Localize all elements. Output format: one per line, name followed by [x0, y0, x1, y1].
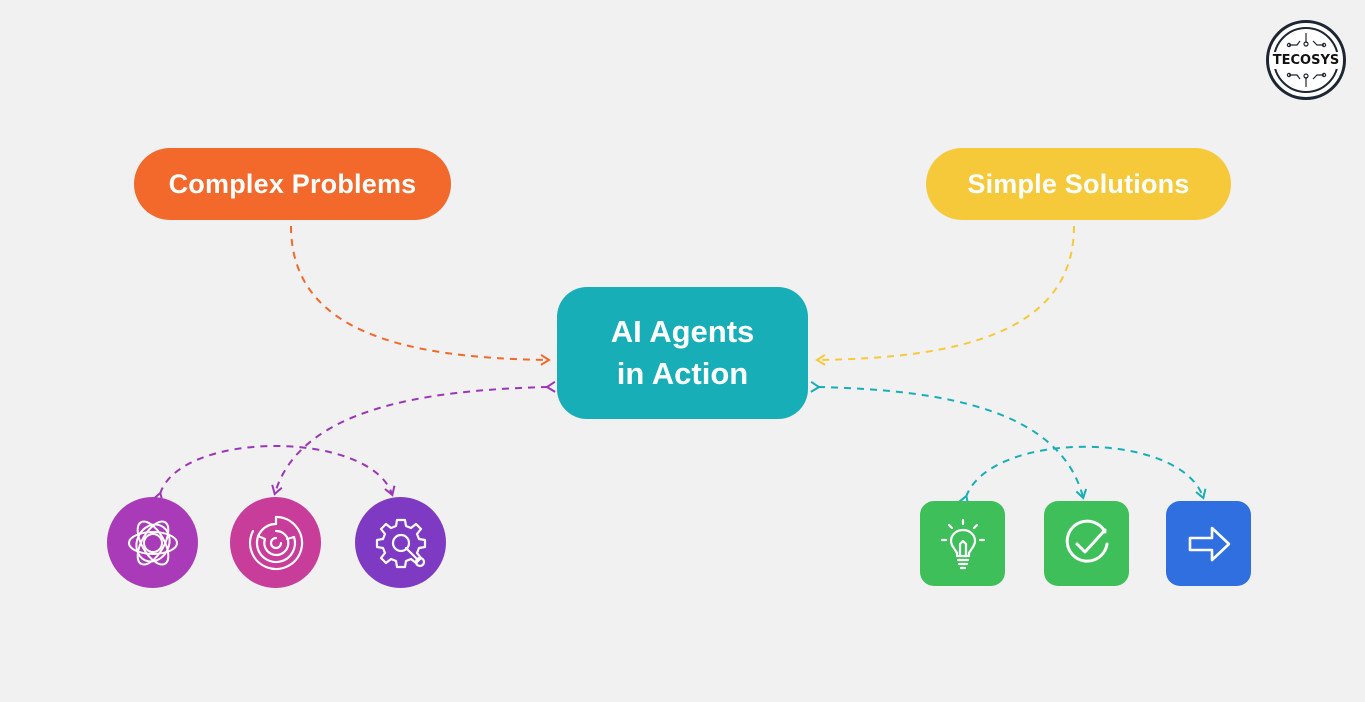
complex-problems-label: Complex Problems — [134, 148, 451, 220]
tecosys-logo: TECOSYS — [1266, 20, 1346, 100]
center-to-solution-icons-connector — [810, 380, 1087, 500]
gear-wrench-icon — [355, 497, 446, 588]
checkmark-icon — [1044, 501, 1129, 586]
complex-problems-text: Complex Problems — [168, 168, 417, 199]
simple-solutions-text: Simple Solutions — [967, 168, 1190, 199]
center-to-problem-icons-connector — [271, 381, 556, 496]
center-title-line-1: AI Agents — [610, 314, 755, 349]
tangled-orbits-icon — [107, 497, 198, 588]
solutions-to-center-connector — [815, 225, 1075, 366]
center-title-line-2: in Action — [616, 356, 749, 391]
logo-text: TECOSYS — [1270, 51, 1342, 69]
simple-solutions-label: Simple Solutions — [926, 148, 1231, 220]
arrow-right-icon — [1166, 501, 1251, 586]
solution-icons-split-connector — [958, 445, 1207, 506]
maze-icon — [230, 497, 321, 588]
problems-to-center-connector — [290, 225, 551, 366]
lightbulb-icon — [920, 501, 1005, 586]
problem-icons-split-connector — [152, 445, 396, 503]
ai-agents-center-node: AI Agents in Action — [557, 287, 808, 419]
